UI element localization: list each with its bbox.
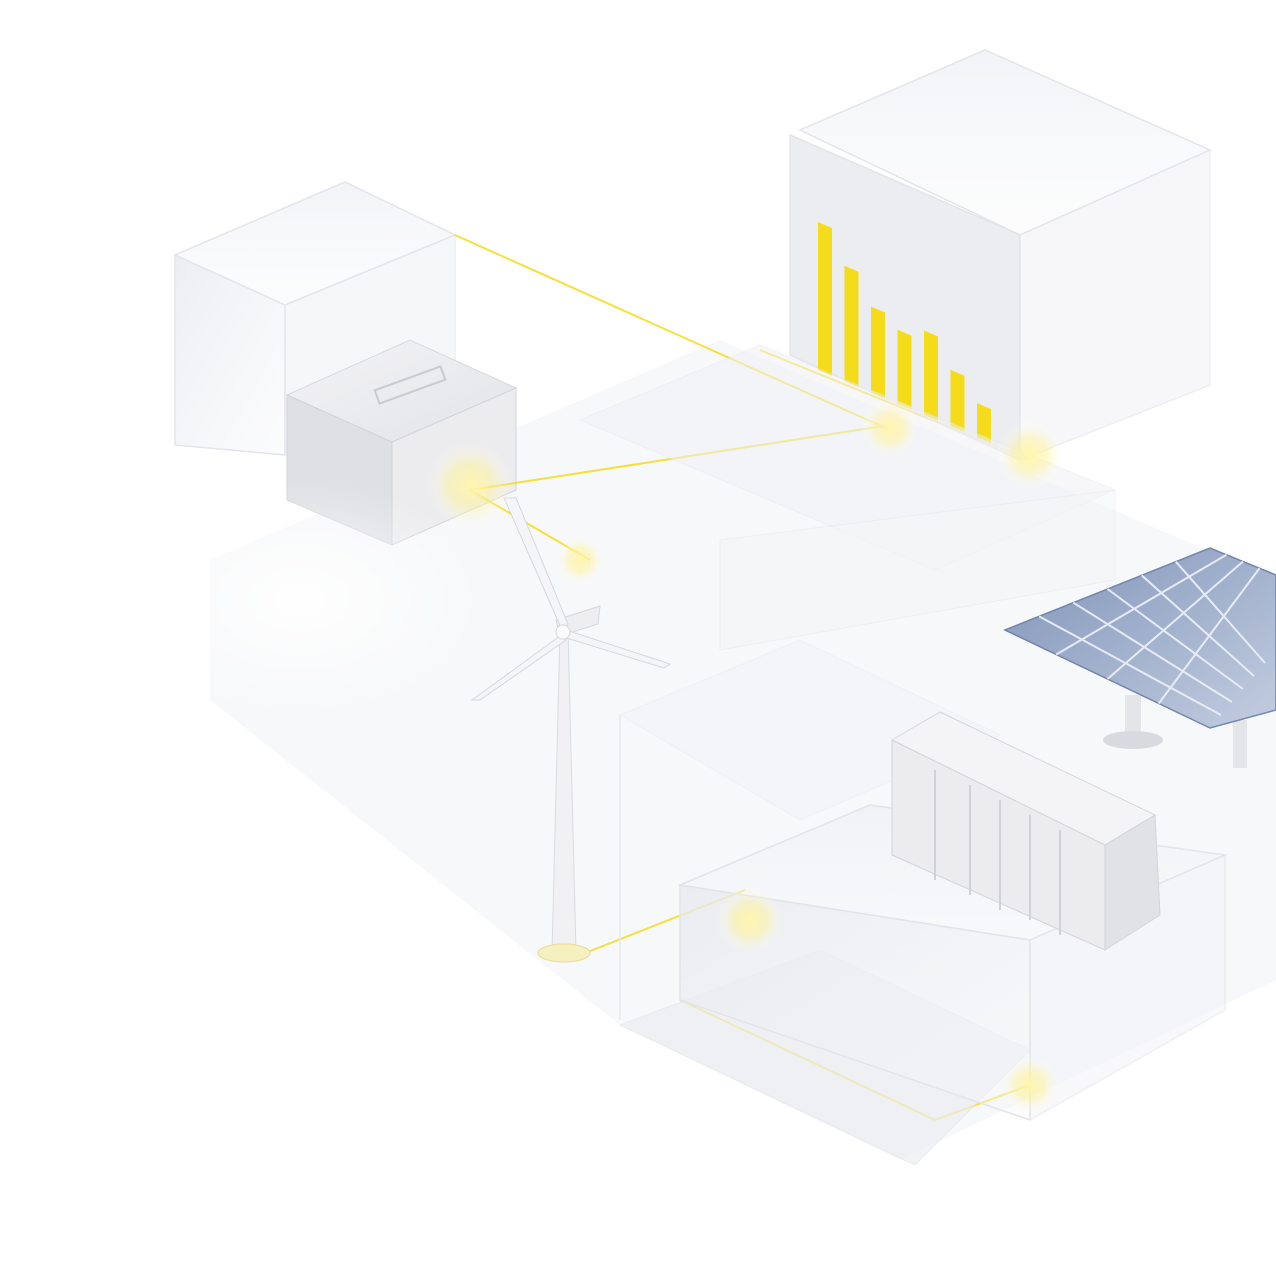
solar-cell-divider bbox=[1175, 561, 1266, 664]
glass-slab-middle bbox=[578, 344, 1117, 651]
glass-box-top-left bbox=[173, 181, 457, 457]
solar-cell-divider bbox=[1072, 601, 1233, 703]
chart-bar bbox=[924, 330, 938, 421]
chart-bar bbox=[897, 329, 912, 410]
wind-turbine-icon bbox=[470, 497, 672, 963]
bar-chart-icon bbox=[818, 222, 991, 444]
chart-bar bbox=[844, 265, 859, 388]
solar-cell-divider bbox=[1157, 567, 1261, 705]
solar-cell-divider bbox=[1038, 615, 1222, 716]
solar-cell-divider bbox=[1055, 553, 1228, 656]
solar-cell-divider bbox=[1106, 588, 1244, 690]
solar-cell-divider bbox=[1106, 560, 1244, 680]
chart-bar bbox=[818, 222, 832, 376]
chart-bar bbox=[977, 403, 991, 444]
chart-bar bbox=[871, 306, 885, 399]
chart-bar bbox=[950, 369, 965, 432]
light-glows bbox=[425, 398, 1065, 1115]
battery-container-icon bbox=[890, 711, 1161, 951]
solar-cell-divider bbox=[1140, 574, 1255, 677]
solar-panel-icon bbox=[1003, 547, 1276, 768]
fog bbox=[110, 480, 490, 720]
